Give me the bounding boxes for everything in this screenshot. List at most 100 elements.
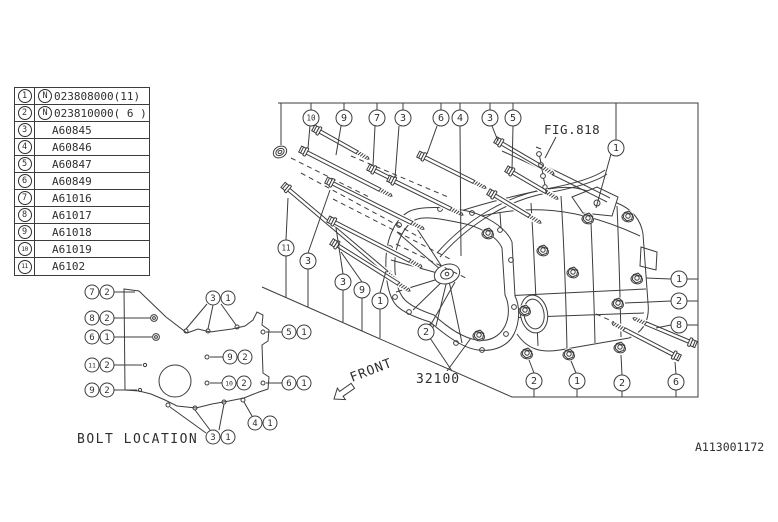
bolt-illustration: [324, 176, 425, 232]
nut-illustration: [630, 272, 643, 285]
fig818-leader: [544, 136, 557, 159]
callout-circle: [667, 373, 685, 391]
callout-circle: [299, 252, 317, 270]
callout-number: 3: [305, 256, 311, 267]
callout-circle: [368, 109, 386, 127]
callout-leader-line: [528, 359, 535, 374]
callout-leader-line: [335, 125, 342, 156]
callout-circle: [302, 109, 320, 127]
callout-circle: [568, 372, 586, 390]
callout-circle: [99, 357, 115, 373]
callout-number: 2: [676, 296, 682, 307]
callout-circle: [335, 109, 353, 127]
callout-number: 5: [510, 113, 516, 124]
callout-number: 9: [227, 353, 232, 363]
callout-number: 3: [487, 113, 493, 124]
part-number-leader: [446, 337, 472, 372]
callout-circle: [222, 349, 238, 365]
circled-number-icon: 9: [17, 225, 32, 239]
nut-illustration: [562, 348, 575, 361]
callout-number: 1: [574, 376, 580, 387]
callout-leader-line: [379, 270, 387, 294]
callout-leader-line: [655, 324, 672, 329]
legend-part-cell: A60846: [35, 141, 149, 154]
callout-number: 2: [242, 353, 247, 363]
callout-circle: [205, 290, 221, 306]
callout-circle: [417, 323, 435, 341]
callout-number: 1: [301, 379, 306, 389]
selector-bracket: [571, 186, 619, 217]
legend-part-number: A60849: [52, 174, 92, 188]
bolt-illustration: [329, 238, 411, 294]
legend-part-cell: A61019: [35, 243, 149, 256]
callout-number: 1: [225, 433, 230, 443]
legend-item-number: 2: [15, 105, 35, 121]
callout-leader-line: [429, 337, 453, 372]
callout-number: 7: [89, 288, 94, 298]
nut-illustration: [518, 304, 531, 317]
cover-bolt-holes: [137, 314, 266, 411]
transmission-case-drawing: [385, 146, 658, 353]
circled-number-icon: 2: [17, 106, 32, 120]
callout-leader-line: [511, 125, 514, 171]
nut-illustration: [536, 244, 549, 257]
callout-number: 6: [286, 379, 291, 389]
circled-n-icon: N: [38, 89, 52, 103]
callout-number: 9: [341, 113, 347, 124]
legend-part-cell: A61016: [35, 192, 149, 205]
callout-circle: [525, 372, 543, 390]
callout-number: 2: [104, 288, 109, 298]
callout-circle: [296, 375, 312, 391]
callout-circle: [394, 109, 412, 127]
callout-number: 11: [281, 243, 290, 252]
callout-number: 10: [306, 113, 316, 122]
callout-leader-line: [429, 281, 456, 327]
part-number-label: 32100: [416, 372, 460, 387]
callout-circle: [670, 316, 688, 334]
callout-number: 8: [89, 314, 94, 324]
legend-item-number: 11: [15, 258, 35, 275]
callout-number: 2: [104, 386, 109, 396]
callout-number: 1: [613, 143, 619, 154]
callout-number: 4: [457, 113, 463, 124]
legend-part-number: A61016: [52, 191, 92, 205]
bolt-illustration: [280, 181, 399, 283]
callout-circle: [451, 109, 469, 127]
callout-circle: [277, 239, 295, 257]
callout-circle: [504, 109, 522, 127]
callout-leader-line: [624, 300, 672, 304]
bolt-illustration: [486, 188, 542, 226]
legend-part-number: A61017: [52, 208, 92, 222]
callout-number: 9: [359, 285, 365, 296]
callout-number: 8: [676, 320, 682, 331]
callout-circle: [84, 357, 100, 373]
callout-leader-line: [459, 125, 462, 257]
callout-leader-line: [307, 189, 331, 254]
callout-number: 5: [286, 328, 291, 338]
callout-number: 2: [104, 361, 109, 371]
figure-frame: [261, 102, 699, 398]
callout-leader-line: [185, 303, 208, 330]
doc-id: A113001172: [695, 440, 764, 454]
callout-circle: [371, 292, 389, 310]
callout-number: 1: [104, 333, 109, 343]
bolt-illustration: [416, 150, 487, 191]
legend-item-number: 3: [15, 122, 35, 138]
nut-illustration: [520, 347, 533, 360]
legend-part-number: 023810000( 6 ): [54, 106, 147, 120]
callout-number: 3: [210, 294, 215, 304]
nut-illustration: [566, 266, 579, 279]
legend-part-number: 023808000(11): [54, 89, 141, 103]
callout-circle: [613, 374, 631, 392]
callout-leader-line: [335, 227, 344, 275]
